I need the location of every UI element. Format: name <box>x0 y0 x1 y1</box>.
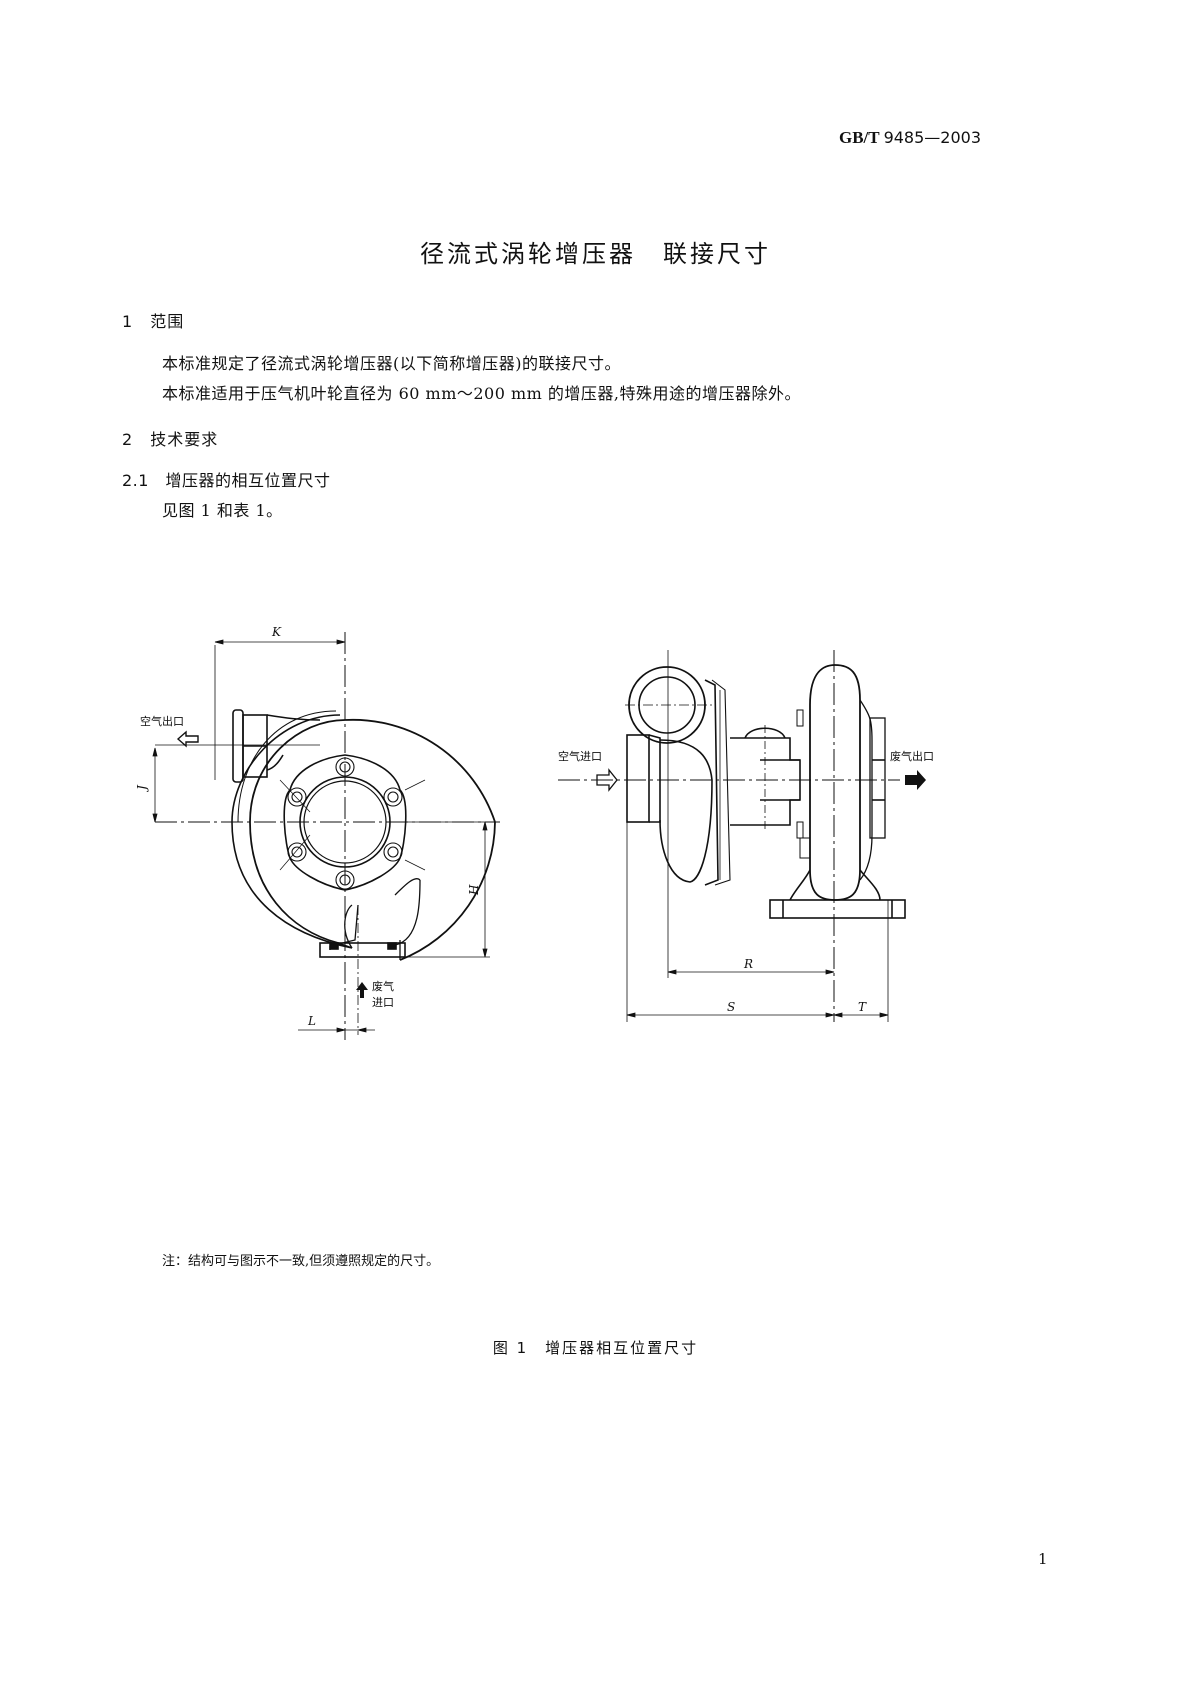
paragraph: 本标准适用于压气机叶轮直径为 60 mm～200 mm 的增压器,特殊用途的增压… <box>162 384 802 403</box>
standard-prefix: GB/T <box>838 128 880 147</box>
figure-caption: 图 1 增压器相互位置尺寸 <box>492 1339 699 1357</box>
paragraph: 见图 1 和表 1。 <box>162 501 283 520</box>
paragraph: 本标准规定了径流式涡轮增压器(以下简称增压器)的联接尺寸。 <box>162 354 621 373</box>
figure-note: 注：结构可与图示不一致,但须遵照规定的尺寸。 <box>162 1254 440 1269</box>
label-exhaust-inlet-2: 进口 <box>372 996 394 1009</box>
section-2-1-heading: 2.1 增压器的相互位置尺寸 <box>122 471 331 490</box>
standard-number: GB/T 9485—2003 <box>839 128 981 148</box>
dim-R: R <box>743 957 753 971</box>
label-exhaust-inlet: 废气 <box>372 979 394 993</box>
dim-L: L <box>307 1014 316 1028</box>
label-air-outlet: 空气出口 <box>140 714 184 728</box>
section-1-heading: 1 范围 <box>122 312 185 331</box>
label-air-inlet: 空气进口 <box>558 749 602 763</box>
turbine-end-view <box>152 632 500 1040</box>
standard-code: 9485—2003 <box>883 128 981 147</box>
dim-J: J <box>135 784 149 793</box>
section-2-heading: 2 技术要求 <box>122 430 219 449</box>
label-exhaust-outlet: 废气出口 <box>890 749 934 763</box>
side-view <box>558 650 926 1022</box>
dim-K: K <box>271 625 282 639</box>
dim-H: H <box>467 884 481 896</box>
page-number: 1 <box>1038 1550 1048 1568</box>
dim-S: S <box>727 1000 735 1014</box>
page-title: 径流式涡轮增压器 联接尺寸 <box>420 240 771 268</box>
dim-T: T <box>858 1000 867 1014</box>
